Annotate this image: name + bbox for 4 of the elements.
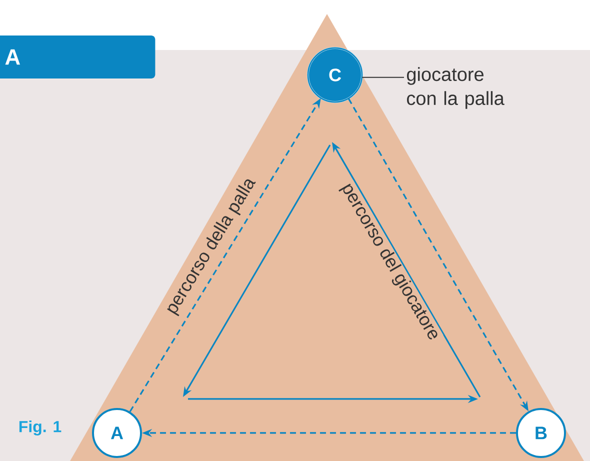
header-banner: A [0,36,156,78]
leader-line [362,76,404,78]
callout-text: giocatore con la palla [407,67,504,109]
figure-number: Fig. 1 [19,420,62,436]
